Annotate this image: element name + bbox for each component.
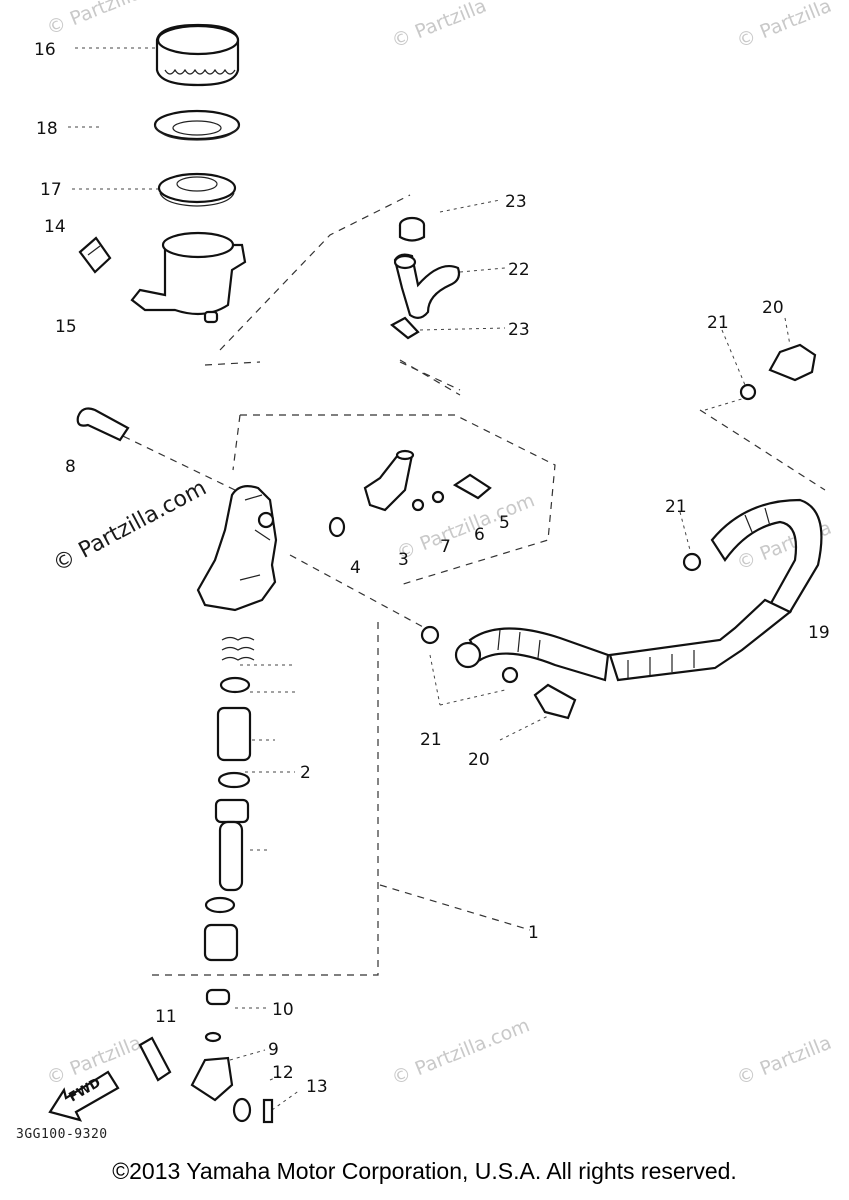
part-23-clip-lower — [390, 316, 420, 340]
part-19-brake-hose — [454, 498, 823, 682]
part-16-reservoir-cap — [155, 23, 240, 87]
callout-3: 3 — [398, 550, 409, 570]
callout-18: 18 — [36, 119, 58, 139]
callout-labels: 16 18 17 14 15 23 22 23 21 20 8 4 3 7 6 … — [34, 40, 830, 1097]
rod-end-group — [138, 1031, 274, 1124]
part-15-reservoir — [130, 231, 247, 324]
callout-5: 5 — [499, 513, 510, 533]
callout-7: 7 — [440, 537, 451, 557]
watermark-low-right: © Partzilla — [734, 1032, 835, 1090]
callout-23-lower: 23 — [508, 320, 530, 340]
part-8-bolt — [76, 407, 130, 442]
callout-4: 4 — [350, 558, 361, 578]
part-14-screw — [78, 236, 112, 274]
callout-1: 1 — [528, 923, 539, 943]
callout-23-upper: 23 — [505, 192, 527, 212]
callout-20-bottom: 20 — [468, 750, 490, 770]
watermark-top-right: © Partzilla — [734, 0, 835, 53]
callout-11: 11 — [155, 1007, 177, 1027]
part-17-diaphragm-plate — [157, 172, 237, 207]
part-22-reservoir-hose — [393, 253, 461, 319]
diagram-code: 3GG100-9320 — [16, 1127, 108, 1142]
copyright-notice: ©2013 Yamaha Motor Corporation, U.S.A. A… — [112, 1158, 737, 1184]
part-10-boot — [205, 988, 231, 1006]
callout-21-bottom: 21 — [420, 730, 442, 750]
callout-22: 22 — [508, 260, 530, 280]
callout-2: 2 — [300, 763, 311, 783]
part-2-piston-kit — [203, 636, 255, 962]
callout-15: 15 — [55, 317, 77, 337]
callout-16: 16 — [34, 40, 56, 60]
callout-9: 9 — [268, 1040, 279, 1060]
assembly-outlines — [99, 194, 826, 976]
callout-13: 13 — [306, 1077, 328, 1097]
watermark-low-center: © Partzilla.com — [389, 1014, 533, 1089]
part-20-union-bolts — [533, 343, 817, 720]
callout-21-right: 21 — [665, 497, 687, 517]
callout-12: 12 — [272, 1063, 294, 1083]
part-23-clip-upper — [398, 216, 426, 242]
watermark-top-left: © Partzilla — [44, 0, 145, 40]
callout-19: 19 — [808, 623, 830, 643]
part-18-diaphragm — [153, 109, 241, 141]
part-21-washers — [420, 383, 757, 684]
callout-10: 10 — [272, 1000, 294, 1020]
watermark-top-center: © Partzilla — [389, 0, 490, 53]
master-cylinder-body — [196, 485, 278, 612]
callout-17: 17 — [40, 180, 62, 200]
watermark-main: © Partzilla.com — [49, 476, 211, 578]
union-bolt-group — [328, 449, 492, 538]
callout-21-top: 21 — [707, 313, 729, 333]
callout-8: 8 — [65, 457, 76, 477]
callout-14: 14 — [44, 217, 66, 237]
callout-6: 6 — [474, 525, 485, 545]
callout-20-top: 20 — [762, 298, 784, 318]
leader-lines — [68, 47, 791, 1111]
